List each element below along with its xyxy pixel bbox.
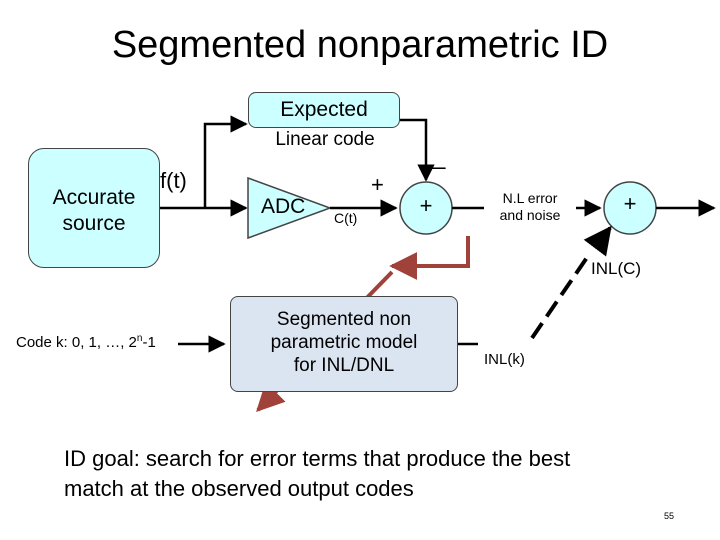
model-box <box>230 296 458 392</box>
feedback-down-arrow <box>389 236 470 280</box>
signal-label: f(t) <box>160 168 187 193</box>
sum2-symbol: + <box>623 191 637 216</box>
expected-box <box>248 92 400 128</box>
sum1-minus-input-label: _ <box>432 143 446 170</box>
model-label: Segmented non parametric model for INL/D… <box>270 309 418 376</box>
error-label: N.L error and noise <box>499 190 561 223</box>
slide-title: Segmented nonparametric ID <box>111 24 609 66</box>
expected-input-wire <box>203 115 248 208</box>
code-range-label: Code k: 0, 1, …, 2n-1 <box>16 333 156 351</box>
adc-output-label: C(t) <box>334 210 358 226</box>
inl-k-label: INL(k) <box>484 351 525 368</box>
goal-statement: ID goal: search for error terms that pro… <box>64 446 571 501</box>
expected-label: Expected <box>280 98 368 121</box>
sum1-plus-input-label: + <box>371 172 384 197</box>
inl-c-label: INL(C) <box>591 259 642 278</box>
accurate-source-box <box>28 148 160 268</box>
adc-label: ADC <box>261 195 306 218</box>
accurate-source-label: Accurate source <box>52 186 136 235</box>
adc-triangle <box>247 176 333 240</box>
inl-dashed-line <box>530 254 590 340</box>
inl-dashed-arrow <box>583 225 612 257</box>
linear-code-label: Linear code <box>275 129 375 150</box>
sum1-symbol: + <box>419 193 433 218</box>
expected-output-wire <box>400 118 435 182</box>
page-number: 55 <box>664 511 675 521</box>
